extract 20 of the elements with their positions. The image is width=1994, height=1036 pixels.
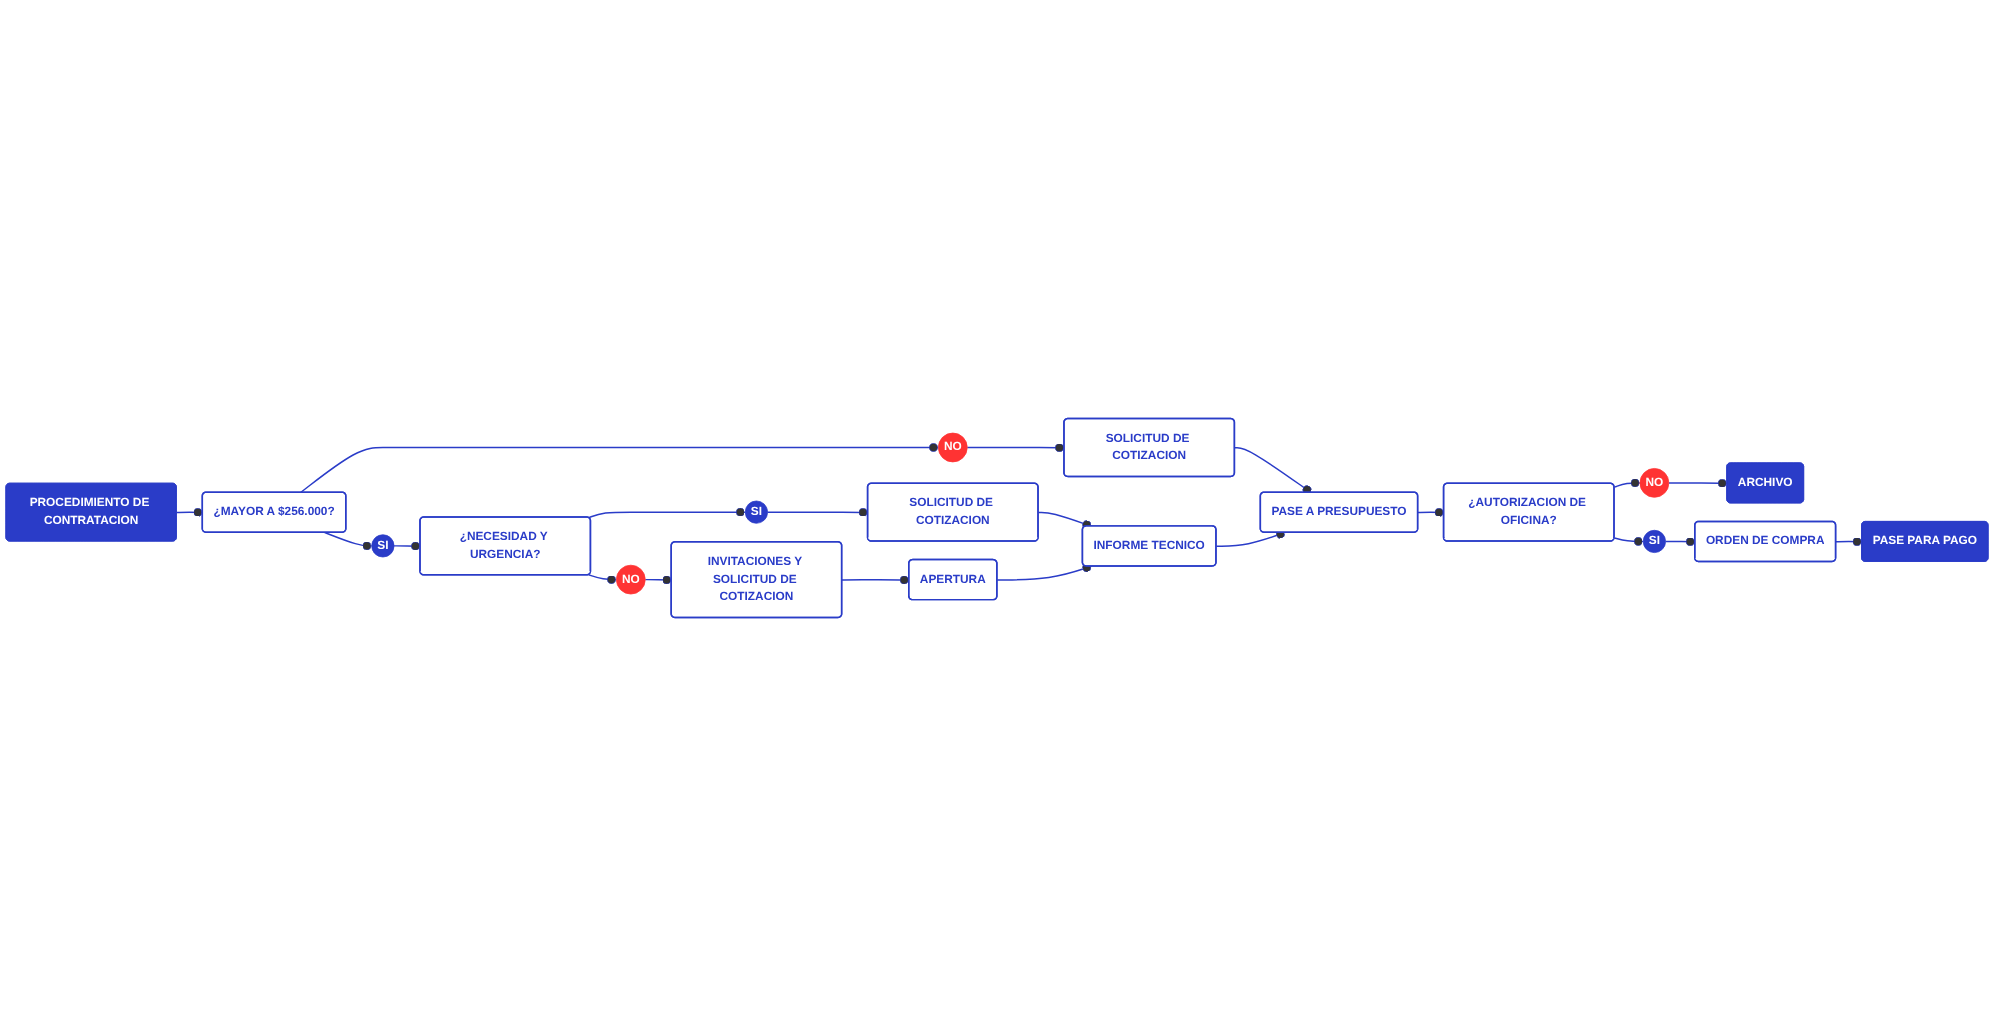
connector <box>393 541 422 551</box>
connector <box>1613 478 1641 488</box>
connector <box>587 574 618 585</box>
connector <box>587 507 746 519</box>
connector <box>1417 507 1445 517</box>
connector <box>644 575 673 585</box>
connector <box>1037 511 1093 530</box>
connector <box>1668 478 1728 488</box>
connector <box>1215 529 1286 547</box>
connector <box>176 507 204 517</box>
connector <box>323 531 373 551</box>
connector <box>966 443 1066 453</box>
connector <box>1234 447 1312 495</box>
connector <box>1835 537 1863 547</box>
connector <box>996 563 1093 581</box>
connector <box>841 575 910 585</box>
connector <box>766 507 869 517</box>
connector <box>1664 537 1696 547</box>
connector <box>1613 536 1644 546</box>
connector <box>299 443 940 494</box>
